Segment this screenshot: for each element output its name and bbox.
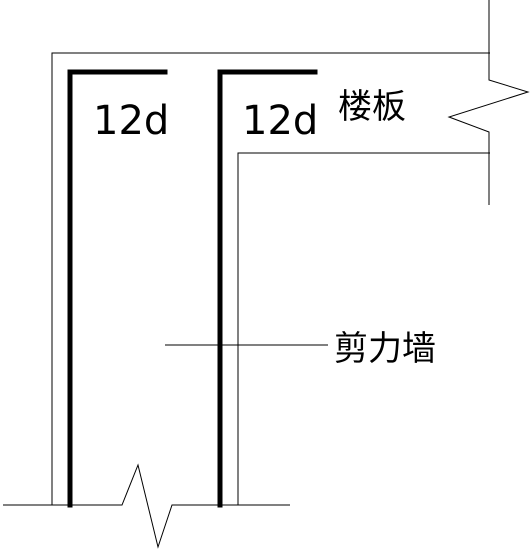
slab-label: 楼板 xyxy=(338,87,406,127)
wall-slab-inner-outline xyxy=(237,152,490,505)
rebar-left xyxy=(67,69,168,508)
slab-break-line xyxy=(447,0,530,205)
rebar-right xyxy=(217,69,318,508)
hook-length-label-right: 12d xyxy=(242,98,318,144)
hook-length-label-left: 12d xyxy=(93,98,169,144)
wall-bottom-break-line xyxy=(3,463,290,549)
wall-slab-outer-outline xyxy=(51,52,490,505)
shear-wall-label: 剪力墙 xyxy=(334,329,436,369)
